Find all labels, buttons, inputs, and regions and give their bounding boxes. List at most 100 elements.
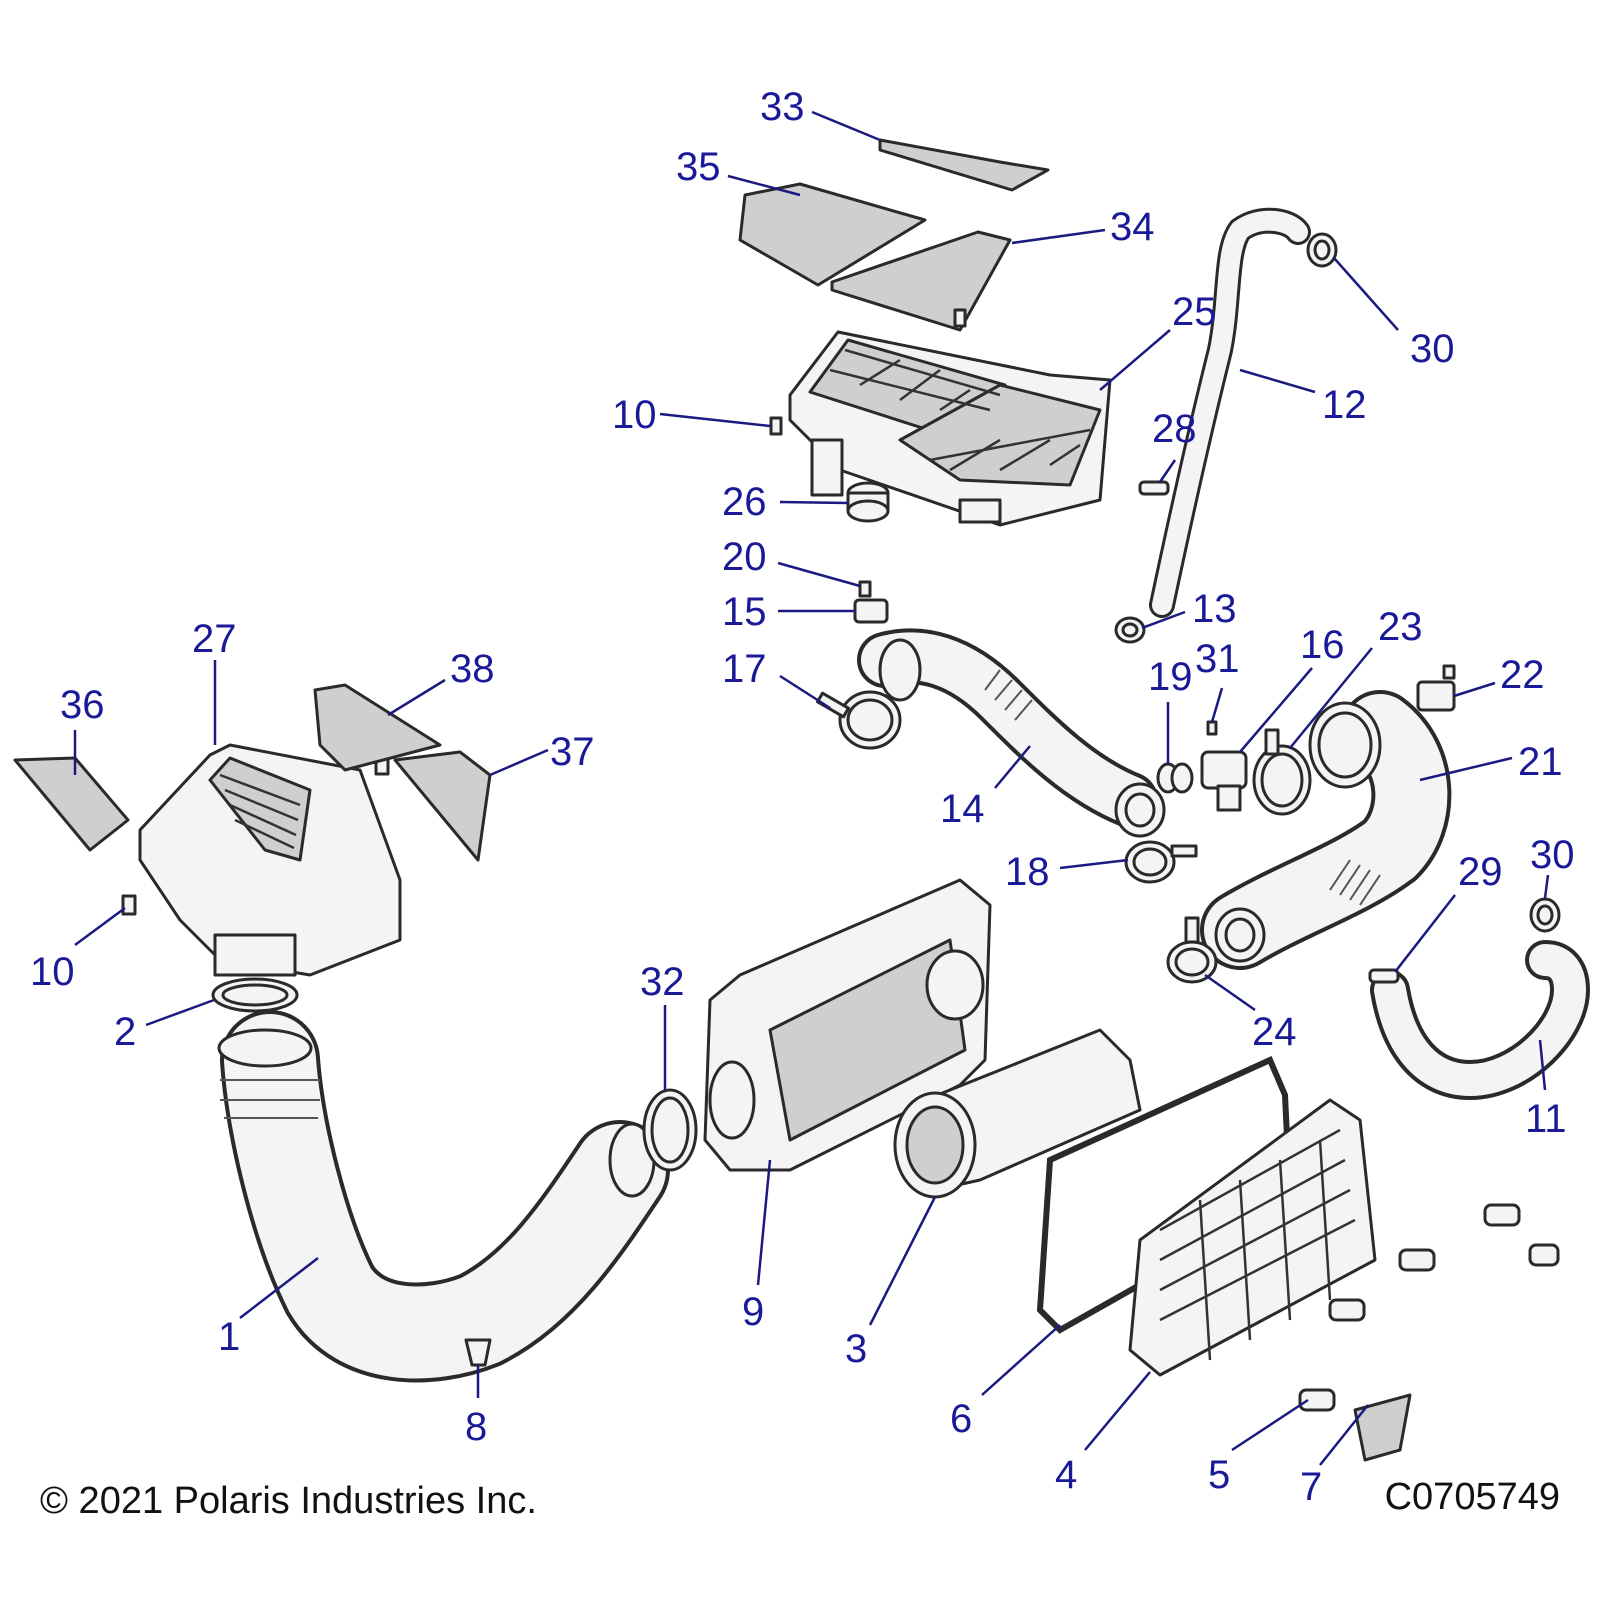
- callout-23: 23: [1378, 605, 1423, 649]
- leader-37: [489, 748, 549, 777]
- drawing-number: C0705749: [1384, 1476, 1560, 1518]
- part-20-screw: [858, 580, 872, 598]
- part-5-latch-c: [1398, 1248, 1436, 1272]
- callout-15: 15: [722, 590, 767, 634]
- leader-9: [756, 1159, 772, 1286]
- part-11-hose: [1370, 940, 1591, 1101]
- callout-26: 26: [722, 480, 767, 524]
- leader-13: [1141, 610, 1186, 630]
- copyright-text: © 2021 Polaris Industries Inc.: [40, 1480, 537, 1522]
- callout-38: 38: [450, 647, 495, 691]
- leader-5: [1231, 1398, 1309, 1452]
- part-18-clamp: [1124, 840, 1198, 884]
- leader-38: [387, 678, 446, 717]
- callout-35: 35: [676, 145, 721, 189]
- callout-6: 6: [950, 1397, 972, 1441]
- part-13-clamp: [1114, 616, 1146, 644]
- part-27-airbox-lid: [138, 743, 402, 977]
- leader-29: [1394, 894, 1456, 973]
- part-2-clamp: [211, 977, 299, 1013]
- callout-labels: 1 2 3 4 5 6 7 8 9 10 10 11 12 13 14 15 1…: [30, 85, 1575, 1509]
- callout-17: 17: [722, 647, 767, 691]
- part-31-screw: [1206, 720, 1218, 736]
- part-24-clamp: [1166, 916, 1218, 984]
- leader-2: [145, 998, 215, 1027]
- part-8-plug: [464, 1338, 492, 1367]
- part-17-clamp: [816, 690, 902, 750]
- callout-1: 1: [218, 1315, 240, 1359]
- callout-16: 16: [1300, 623, 1345, 667]
- part-34-gasket: [830, 230, 1012, 332]
- callout-10-lower: 10: [30, 950, 75, 994]
- callout-5: 5: [1208, 1453, 1230, 1497]
- callout-4: 4: [1055, 1453, 1077, 1497]
- leader-21: [1419, 756, 1513, 782]
- leader-12: [1239, 368, 1316, 394]
- leader-25: [1099, 329, 1171, 391]
- callout-12: 12: [1322, 383, 1367, 427]
- callout-21: 21: [1518, 740, 1563, 784]
- part-35-plate: [738, 182, 927, 287]
- callout-20: 20: [722, 535, 767, 579]
- leader-33: [811, 110, 881, 142]
- part-32-clamp: [642, 1088, 698, 1172]
- leader-23: [1289, 647, 1373, 749]
- callout-18: 18: [1005, 850, 1050, 894]
- part-30-ring-upper: [1306, 232, 1338, 268]
- callout-22: 22: [1500, 653, 1545, 697]
- part-5-latch-d: [1483, 1203, 1521, 1227]
- leader-24: [1204, 973, 1256, 1012]
- part-25-upper-airbox: [788, 330, 1112, 527]
- callout-11: 11: [1525, 1097, 1567, 1141]
- callout-10-upper: 10: [612, 393, 657, 437]
- leader-3: [868, 1196, 937, 1326]
- part-33-plate: [878, 138, 1050, 192]
- part-15-fitting: [853, 598, 889, 624]
- callout-25: 25: [1172, 290, 1217, 334]
- part-21-elbow-duct: [1200, 690, 1452, 970]
- callout-8: 8: [465, 1405, 487, 1449]
- part-10-screw-upper: [769, 416, 783, 436]
- leader-18: [1059, 858, 1129, 870]
- part-22-bracket: [1416, 664, 1456, 712]
- leader-14: [994, 745, 1031, 789]
- part-12-vent-hose: [1149, 207, 1311, 618]
- callout-13: 13: [1192, 587, 1237, 631]
- leader-16: [1239, 667, 1313, 753]
- part-5-latch-e: [1528, 1243, 1560, 1267]
- part-10-screw-left: [121, 894, 137, 916]
- leader-lines: [73, 110, 1550, 1466]
- callout-19: 19: [1148, 655, 1193, 699]
- callout-14: 14: [940, 787, 985, 831]
- callout-32: 32: [640, 960, 685, 1004]
- leader-26: [779, 500, 849, 505]
- leader-34: [1011, 228, 1106, 245]
- part-10-screw-top: [953, 308, 967, 328]
- part-1-intake-duct: [217, 1010, 670, 1383]
- leader-1: [239, 1257, 319, 1319]
- leader-22: [1453, 681, 1496, 698]
- leader-28: [1158, 459, 1177, 483]
- part-14-intake-tube: [857, 628, 1166, 838]
- part-37-gasket: [393, 750, 492, 862]
- callout-34: 34: [1110, 205, 1155, 249]
- part-5-latch-a: [1298, 1388, 1336, 1412]
- part-36-plate: [13, 756, 130, 852]
- leader-35: [727, 174, 801, 197]
- part-7-label: [1353, 1393, 1412, 1462]
- part-28-clip: [1138, 480, 1170, 496]
- part-29-clip: [1368, 968, 1400, 984]
- callout-36: 36: [60, 683, 105, 727]
- part-38-plate: [313, 683, 442, 772]
- callout-3: 3: [845, 1327, 867, 1371]
- callout-28: 28: [1152, 407, 1197, 451]
- callout-2: 2: [114, 1010, 136, 1054]
- callout-7: 7: [1300, 1465, 1322, 1509]
- part-16-fitting: [1200, 750, 1248, 812]
- callout-31: 31: [1195, 637, 1240, 681]
- leader-20: [777, 561, 861, 588]
- leader-6: [981, 1324, 1061, 1396]
- leader-11: [1538, 1039, 1547, 1091]
- leader-17: [779, 674, 831, 710]
- part-26-cap: [846, 481, 890, 523]
